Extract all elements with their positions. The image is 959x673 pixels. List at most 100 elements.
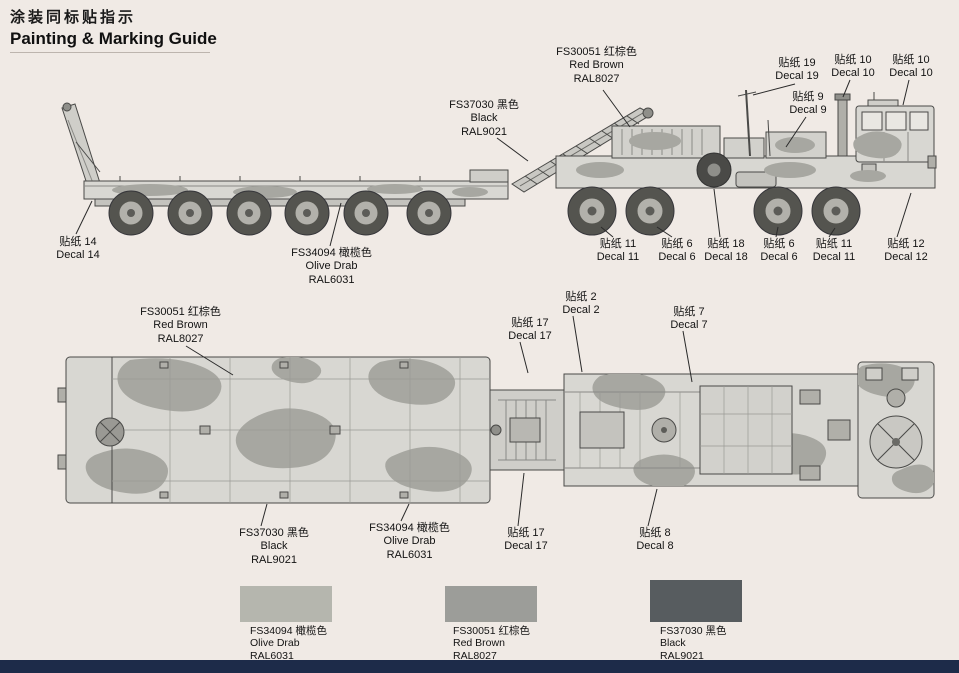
swatch-label-line: RAL8027 [453,649,497,662]
callout-line: 贴纸 14 [59,236,97,248]
callout-line: Olive Drab [305,260,358,273]
callout-side-paint-red-brown: FS30051 红棕色 Red Brown RAL8027 [549,46,644,86]
callout-line: Decal 2 [562,304,600,317]
callout-side-decal-14: 贴纸 14 Decal 14 [52,236,104,263]
callout-line: RAL6031 [308,273,355,286]
callout-line: Decal 7 [670,319,708,332]
swatch-label-red-brown: FS30051 红棕色 Red Brown RAL8027 [453,625,545,662]
side-view-leader-lines [75,79,912,247]
callout-side-decal-12: 贴纸 12 Decal 12 [880,238,932,265]
callout-side-decal-6-b: 贴纸 6 Decal 6 [756,238,802,265]
swatch-label-line: Red Brown [453,637,505,650]
swatch-label-line: RAL6031 [250,649,294,662]
callout-line: 贴纸 7 [673,306,705,318]
swatch-label-black: FS37030 黑色 Black RAL9021 [660,625,752,662]
callout-line: RAL9021 [461,125,507,138]
swatch-label-line: Olive Drab [250,637,300,650]
callout-side-decal-18: 贴纸 18 Decal 18 [700,238,752,265]
paint-swatch-black [650,580,742,622]
callout-line: 贴纸 18 [707,238,745,250]
callout-line: FS34094 橄榄色 [369,522,450,534]
swatch-label-olive-drab: FS34094 橄榄色 Olive Drab RAL6031 [250,625,342,662]
side-view-tractor [555,89,937,236]
callout-line: 贴纸 9 [792,91,824,103]
top-view-gooseneck [489,389,565,471]
callout-line: 贴纸 6 [763,238,795,250]
paint-swatch-olive-drab [240,586,332,622]
callout-line: 贴纸 12 [887,238,925,250]
callout-line: Black [470,112,498,125]
callout-top-decal-17-bottom: 贴纸 17 Decal 17 [500,527,552,554]
callout-side-paint-black: FS37030 黑色 Black RAL9021 [438,99,530,139]
callout-side-decal-9: 贴纸 9 Decal 9 [786,91,830,118]
callout-side-decal-10-b: 贴纸 10 Decal 10 [886,54,936,81]
callout-line: RAL8027 [573,72,620,85]
callout-line: Olive Drab [383,535,436,548]
callout-side-decal-19: 贴纸 19 Decal 19 [772,57,822,84]
swatch-label-line: RAL9021 [660,649,704,662]
callout-line: 贴纸 10 [834,54,872,66]
callout-line: Decal 11 [812,251,856,264]
callout-line: FS34094 橄榄色 [291,247,372,259]
page-title-chinese: 涂装同标贴指示 [10,9,137,26]
tractor-wheels [567,186,861,236]
callout-line: FS30051 红棕色 [556,46,637,58]
callout-line: RAL9021 [251,553,297,566]
callout-line: RAL8027 [157,332,204,345]
callout-line: 贴纸 8 [639,527,671,539]
paint-swatch-red-brown [445,586,537,622]
page-header: 涂装同标贴指示 Painting & Marking Guide [10,6,217,53]
page-title-english: Painting & Marking Guide [10,29,217,48]
callout-line: 贴纸 2 [565,291,597,303]
callout-top-decal-7: 贴纸 7 Decal 7 [666,306,712,333]
callout-line: Decal 8 [636,540,674,553]
callout-line: FS37030 黑色 [449,99,519,111]
callout-line: Decal 6 [658,251,696,264]
callout-line: 贴纸 11 [815,238,853,250]
callout-line: Decal 17 [508,330,552,343]
callout-line: 贴纸 6 [661,238,693,250]
footer-bar [0,660,959,673]
callout-side-decal-10-a: 贴纸 10 Decal 10 [828,54,878,81]
top-view-illustration [57,315,935,527]
callout-line: Decal 18 [704,251,748,264]
swatch-label-line: Black [660,637,686,650]
callout-side-paint-olive: FS34094 橄榄色 Olive Drab RAL6031 [284,247,379,287]
swatch-label-line: FS37030 黑色 [660,625,727,637]
callout-line: Decal 10 [831,67,875,80]
callout-line: Red Brown [153,319,208,332]
callout-line: Decal 12 [884,251,928,264]
callout-line: RAL6031 [386,548,433,561]
top-view-leader-lines [185,315,693,527]
callout-top-decal-8: 贴纸 8 Decal 8 [632,527,678,554]
side-view-trailer [61,102,509,236]
callout-side-decal-11-b: 贴纸 11 Decal 11 [808,238,860,265]
callout-top-decal-2: 贴纸 2 Decal 2 [558,291,604,318]
callout-line: Decal 11 [596,251,640,264]
swatch-label-line: FS34094 橄榄色 [250,625,328,637]
callout-line: FS37030 黑色 [239,527,309,539]
callout-top-paint-red-brown: FS30051 红棕色 Red Brown RAL8027 [133,306,228,346]
callout-line: FS30051 红棕色 [140,306,221,318]
callout-line: Decal 14 [56,249,100,262]
top-view-trailer [57,356,491,504]
callout-line: 贴纸 17 [507,527,545,539]
callout-side-decal-6-a: 贴纸 6 Decal 6 [654,238,700,265]
callout-top-decal-17-top: 贴纸 17 Decal 17 [504,317,556,344]
side-view-illustration [61,79,937,247]
callout-line: Black [260,540,288,553]
top-view-tractor [563,361,935,499]
callout-top-paint-black: FS37030 黑色 Black RAL9021 [228,527,320,567]
callout-line: Decal 19 [775,70,819,83]
callout-line: 贴纸 19 [778,57,816,69]
callout-line: 贴纸 17 [511,317,549,329]
callout-line: 贴纸 10 [892,54,930,66]
callout-line: Red Brown [569,59,624,72]
callout-top-paint-olive: FS34094 橄榄色 Olive Drab RAL6031 [362,522,457,562]
swatch-label-line: FS30051 红棕色 [453,625,531,637]
callout-line: 贴纸 11 [599,238,637,250]
callout-side-decal-11-a: 贴纸 11 Decal 11 [592,238,644,265]
callout-line: Decal 9 [789,104,827,117]
